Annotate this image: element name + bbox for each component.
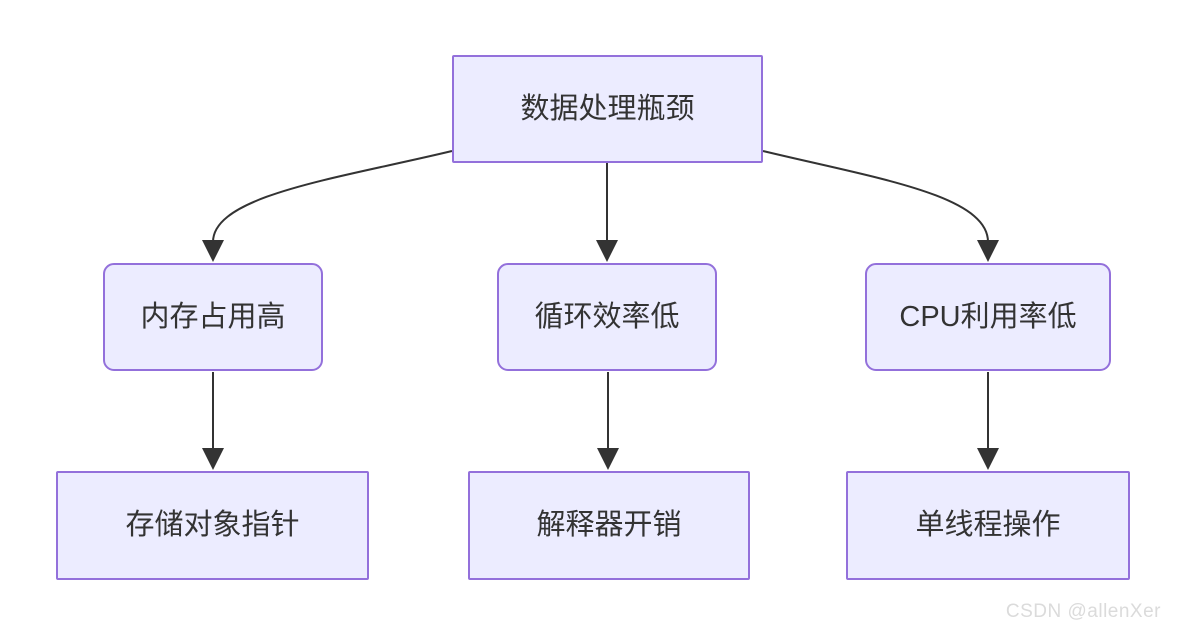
node-interpreter-overhead: 解释器开销 bbox=[468, 471, 750, 580]
edge-root-to-memory bbox=[212, 150, 453, 243]
arrowhead-cpu-to-thread bbox=[977, 448, 999, 470]
node-label: 单线程操作 bbox=[915, 509, 1061, 542]
node-loop-efficiency-low: 循环效率低 bbox=[497, 263, 717, 371]
node-label: CPU利用率低 bbox=[899, 300, 1077, 333]
node-label: 数据处理瓶颈 bbox=[520, 92, 695, 125]
node-cpu-utilization-low: CPU利用率低 bbox=[865, 263, 1111, 371]
arrowhead-root-to-cpu bbox=[977, 240, 999, 262]
edge-root-to-cpu bbox=[762, 150, 989, 243]
csdn-watermark: CSDN @allenXer bbox=[1005, 601, 1161, 622]
arrowhead-memory-to-pointer bbox=[202, 448, 224, 470]
node-label: 存储对象指针 bbox=[125, 509, 300, 542]
node-memory-usage-high: 内存占用高 bbox=[103, 263, 323, 371]
node-single-thread-operation: 单线程操作 bbox=[846, 471, 1130, 580]
arrowhead-root-to-loop bbox=[596, 240, 618, 262]
node-store-object-pointers: 存储对象指针 bbox=[56, 471, 369, 580]
node-data-processing-bottleneck: 数据处理瓶颈 bbox=[452, 55, 763, 163]
arrowhead-loop-to-interpreter bbox=[597, 448, 619, 470]
node-label: 解释器开销 bbox=[536, 509, 682, 542]
arrowhead-root-to-memory bbox=[202, 240, 224, 262]
node-label: 循环效率低 bbox=[534, 300, 680, 333]
node-label: 内存占用高 bbox=[140, 300, 286, 333]
